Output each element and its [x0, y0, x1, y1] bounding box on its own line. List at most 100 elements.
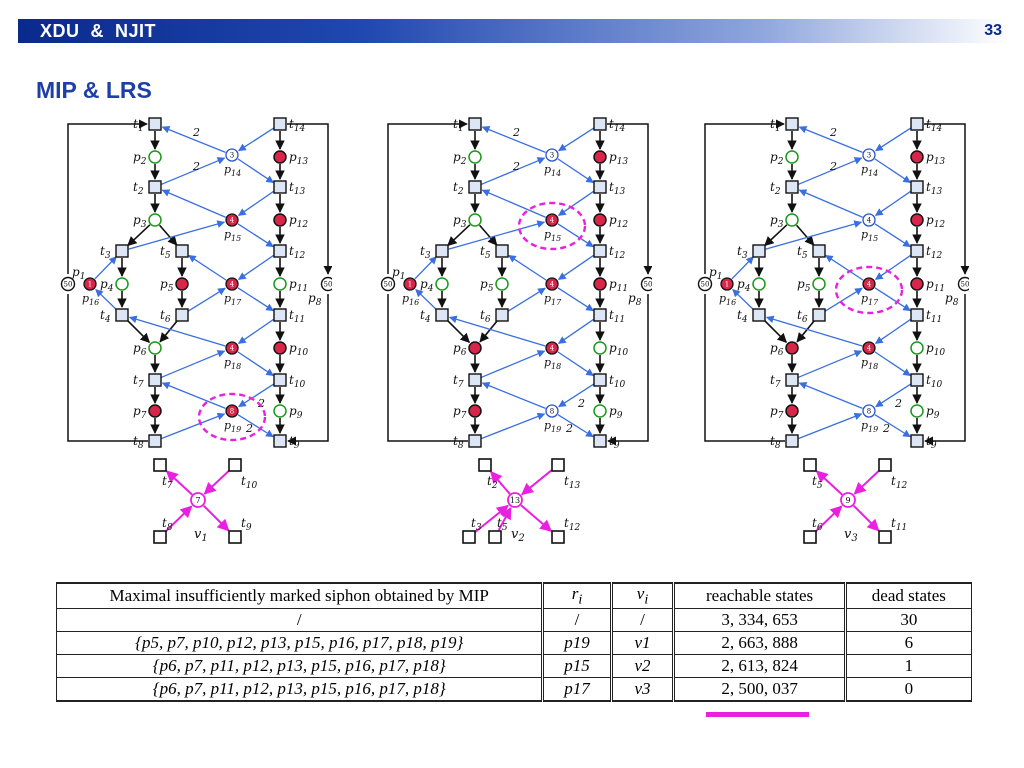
label-t9: t9 [241, 516, 252, 533]
label-p17: p17 [861, 292, 879, 307]
transition-t7 [785, 373, 799, 387]
place-p12 [910, 213, 924, 227]
monitor-arc [165, 470, 193, 496]
label-t12: t12 [609, 244, 626, 261]
transition-t11 [593, 308, 607, 322]
transition-t12 [910, 244, 924, 258]
label-t6: t6 [160, 308, 171, 325]
place-p7 [468, 404, 482, 418]
resource-arc [557, 254, 595, 281]
label-t2: t2 [487, 474, 498, 491]
label-p9: p9 [609, 404, 623, 421]
token-count: 1 [408, 281, 412, 289]
resource-arc [237, 287, 274, 312]
monitor-place-v3 [840, 492, 856, 508]
resource-arc [507, 287, 546, 312]
label-p11: p11 [289, 277, 308, 294]
table-row: {p5, p7, p10, p12, p13, p15, p16, p17, p… [55, 631, 973, 656]
resource-arc [875, 383, 912, 408]
label-t1: t1 [770, 117, 781, 134]
label-t9: t9 [609, 434, 620, 451]
monitor-arc [165, 505, 193, 533]
cell-ri: p15 [541, 654, 612, 679]
resource-place-p19 [225, 404, 239, 418]
cell-dead: 6 [843, 631, 973, 656]
token-count: 4 [550, 217, 555, 225]
transition-t8 [468, 434, 482, 448]
flow-arc [796, 319, 816, 343]
resource-arc [508, 254, 547, 281]
token-count: 4 [550, 345, 555, 353]
flow-arc [795, 224, 815, 246]
label-p12: p12 [289, 213, 308, 230]
resource-arc [187, 287, 226, 312]
cell-vi: v3 [609, 677, 675, 703]
highlight-ellipse [197, 392, 267, 442]
monitor-arc [202, 504, 230, 532]
resource-place-p15 [225, 213, 239, 227]
label-p19: p19 [224, 419, 241, 434]
cell-reachable: 2, 663, 888 [672, 631, 846, 656]
label-p13: p13 [926, 150, 945, 167]
monitor-arc [853, 469, 880, 495]
transition-t12 [878, 458, 892, 472]
highlight-ellipse [517, 201, 587, 251]
table-row: {p6, p7, p11, p12, p13, p15, p16, p17, p… [55, 654, 973, 679]
token-count: 3 [550, 152, 554, 160]
token-count: 1 [725, 281, 729, 289]
resource-arc [824, 287, 863, 312]
resource-arc [798, 125, 863, 153]
label-p3: p3 [453, 213, 467, 230]
resource-arc [557, 318, 595, 345]
label-p11: p11 [609, 277, 628, 294]
label-t10: t10 [609, 373, 626, 390]
label-p4: p4 [100, 277, 114, 294]
idle-place-p1 [380, 276, 396, 292]
label-p10: p10 [926, 341, 945, 358]
resource-arc [557, 223, 594, 248]
label-p14: p14 [224, 163, 241, 178]
resource-arc [238, 383, 275, 408]
label-p11: p11 [926, 277, 945, 294]
page-number: 33 [984, 22, 1002, 39]
label-t9: t9 [289, 434, 300, 451]
token-count: 7 [195, 496, 200, 505]
transition-t13 [910, 180, 924, 194]
place-p13 [273, 150, 287, 164]
transition-t7 [148, 373, 162, 387]
transition-t13 [593, 180, 607, 194]
col-reachable: reachable states [672, 582, 846, 610]
resource-arc [874, 414, 911, 438]
label-p17: p17 [544, 292, 562, 307]
transition-t8 [153, 530, 167, 544]
resource-arc [765, 315, 863, 347]
transition-t6 [812, 308, 826, 322]
resource-arc [237, 158, 274, 184]
resource-place-p18 [862, 341, 876, 355]
resource-arc [448, 220, 546, 250]
place-p4 [752, 277, 766, 291]
token-count: 50 [701, 281, 710, 289]
arc-weight: 2 [192, 160, 200, 173]
label-t7: t7 [770, 373, 781, 390]
resource-arc [161, 381, 226, 409]
resource-arc [481, 189, 546, 218]
label-t8: t8 [453, 434, 464, 451]
label-p19: p19 [544, 419, 561, 434]
label-t14: t14 [926, 117, 943, 134]
resource-place-p17 [862, 277, 876, 291]
label-p1: p1 [392, 265, 405, 282]
token-count: 50 [644, 281, 652, 289]
cell-reachable: 2, 613, 824 [672, 654, 846, 679]
monitor-arc [521, 469, 553, 496]
label-t12: t12 [564, 516, 581, 533]
flow-arc [764, 224, 788, 247]
token-count: 13 [510, 496, 520, 505]
label-t13: t13 [926, 180, 943, 197]
resource-arc [557, 351, 594, 377]
resource-arc [765, 220, 863, 250]
